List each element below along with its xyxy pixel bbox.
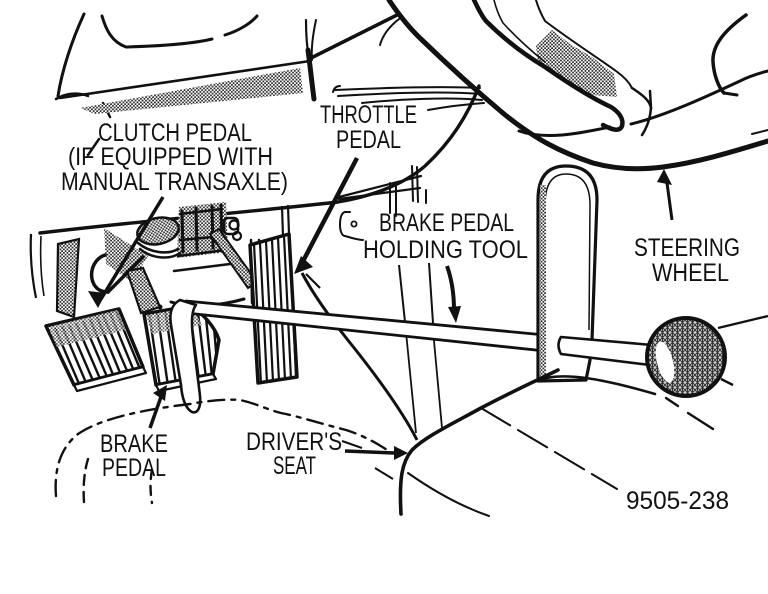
svg-text:PEDAL: PEDAL (102, 454, 166, 482)
svg-text:BRAKE PEDAL: BRAKE PEDAL (379, 209, 514, 237)
svg-text:STEERING: STEERING (634, 234, 740, 262)
svg-text:PEDAL: PEDAL (336, 126, 401, 154)
svg-text:(IF EQUIPPED WITH: (IF EQUIPPED WITH (68, 143, 273, 171)
svg-text:DRIVER'S: DRIVER'S (246, 428, 342, 456)
svg-text:CLUTCH PEDAL: CLUTCH PEDAL (98, 119, 252, 147)
svg-text:THROTTLE: THROTTLE (320, 101, 417, 129)
svg-text:WHEEL: WHEEL (652, 259, 729, 287)
svg-text:BRAKE: BRAKE (100, 430, 168, 458)
svg-text:9505-238: 9505-238 (626, 487, 729, 515)
svg-text:MANUAL TRANSAXLE): MANUAL TRANSAXLE) (61, 168, 288, 196)
svg-text:SEAT: SEAT (273, 452, 316, 480)
svg-text:HOLDING TOOL: HOLDING TOOL (363, 236, 528, 264)
